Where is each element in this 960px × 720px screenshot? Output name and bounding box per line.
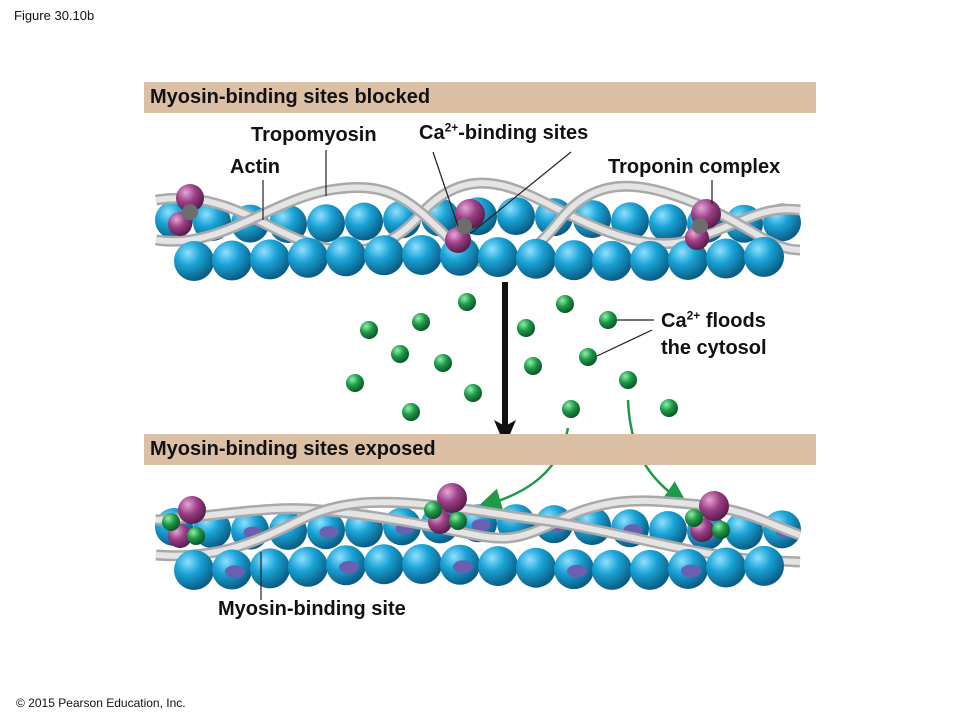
ca-binding-sites-label: Ca2+-binding sites [419,120,589,144]
actin-monomer [307,204,345,243]
actin-monomer [516,547,556,588]
actin-monomer [250,548,290,589]
actin-monomer [744,545,784,586]
top-leader-lines [262,150,713,235]
myosin-binding-site [471,519,491,532]
actin-monomer [364,544,404,585]
actin-monomer [364,235,404,276]
actin-monomer [345,202,383,241]
myosin-binding-site [339,560,359,574]
actin-monomer [288,237,328,278]
actin-monomer [516,238,556,279]
bound-calcium-ions [162,501,730,545]
top-troponin-complexes [168,184,721,253]
actin-monomer [630,549,670,590]
calcium-ions-cytosol [346,293,678,421]
actin-monomer [288,546,328,587]
bottom-actin-filament [155,483,802,590]
myosin-binding-site [681,564,701,578]
actin-monomer [744,236,784,277]
figure-label: Figure 30.10b [14,8,95,23]
actin-monomer [402,235,442,276]
actin-monomer [592,240,632,281]
actin-monomer [478,546,518,587]
myosin-binding-site [567,564,587,578]
actin-monomer [478,237,518,278]
actin-label: Actin [230,156,280,178]
actin-monomer [326,236,366,277]
top-panel-banner: Myosin-binding sites blocked [144,82,816,113]
myosin-binding-site-label: Myosin-binding site [218,598,406,620]
actin-monomer [497,197,535,236]
actin-monomer [554,240,594,281]
ca-floods-label: Ca2+ floods the cytosol [661,308,767,359]
top-actin-filament [155,177,801,281]
actin-monomer [592,549,632,590]
actin-monomer [250,239,290,280]
myosin-binding-site [453,560,473,574]
bottom-panel-banner: Myosin-binding sites exposed [144,434,816,465]
actin-monomer [649,204,687,243]
transition-arrow [494,282,516,446]
myosin-binding-site [225,565,245,578]
myosin-binding-site [319,526,339,539]
tropomyosin-label: Tropomyosin [251,124,377,146]
troponin-complex-label: Troponin complex [608,156,781,178]
copyright-notice: © 2015 Pearson Education, Inc. [16,696,186,710]
actin-monomer [402,544,442,585]
actin-monomer [706,238,746,279]
actin-monomer [630,240,670,281]
actin-monomer [212,240,252,281]
actin-monomer [174,241,214,281]
ca-floods-leader-lines [596,319,654,357]
actin-monomer [174,550,214,590]
actin-monomer [706,547,746,588]
